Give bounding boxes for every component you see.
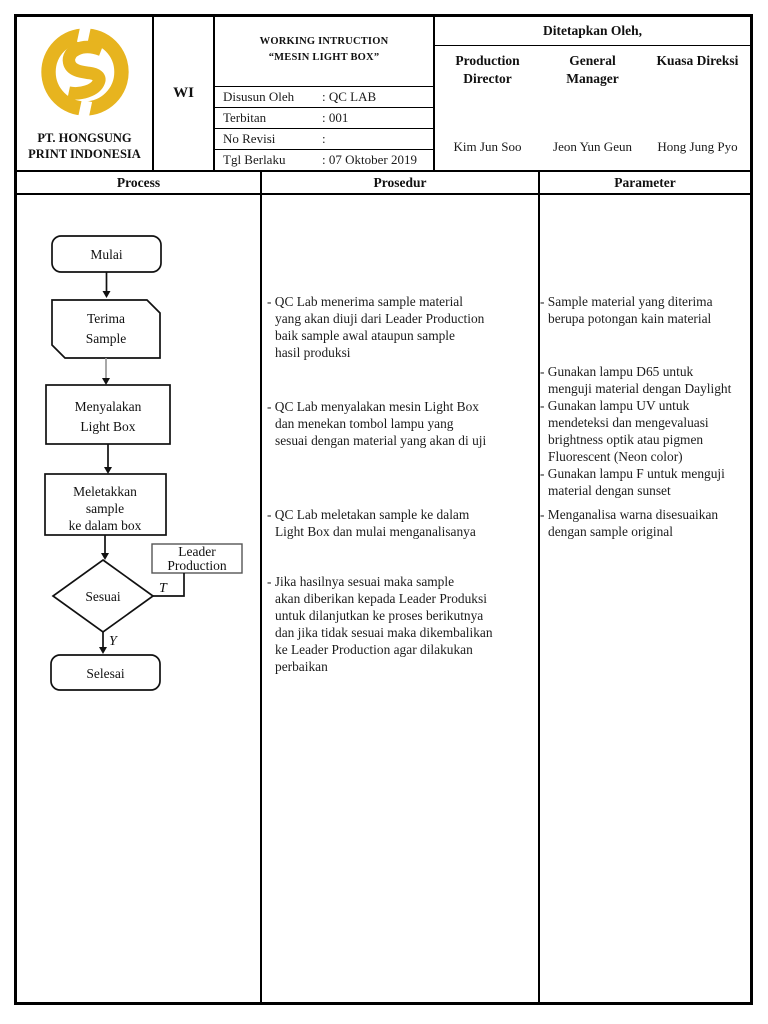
- flow-node-receive-label-1: Terima: [87, 311, 125, 326]
- info-label: No Revisi: [223, 131, 276, 146]
- info-row-revisi: No Revisi :: [215, 129, 433, 150]
- info-value: :: [322, 131, 326, 146]
- parameter-paragraph-f: - Gunakan lampu F untuk menguji material…: [540, 466, 725, 498]
- flow-node-turn-on-lightbox: [45, 384, 171, 445]
- logo-ring-gap-bottom: [76, 99, 92, 120]
- signer-production-director: Production Director Kim Jun Soo: [435, 46, 540, 170]
- signer-name: Jeon Yun Geun: [553, 139, 632, 154]
- parameter-paragraph-analyze: - Menganalisa warna disesuaikan dengan s…: [540, 507, 719, 539]
- column-header-parameter: Parameter: [614, 174, 676, 190]
- document-header: PT. HONGSUNG PRINT INDONESIA WI WORKING …: [17, 17, 750, 172]
- prosedur-paragraph-3: - QC Lab meletakan sample ke dalam Light…: [267, 507, 476, 539]
- signer-role: Kuasa Direksi: [656, 53, 739, 68]
- company-name: PT. HONGSUNG PRINT INDONESIA: [28, 130, 141, 161]
- flow-node-receive-label-2: Sample: [86, 331, 127, 346]
- logo-cell: PT. HONGSUNG PRINT INDONESIA: [17, 17, 154, 170]
- flow-node-end: [50, 654, 161, 691]
- signer-role: General Manager: [566, 53, 619, 87]
- info-label: Terbitan: [223, 110, 267, 125]
- flow-node-leader-production: [151, 543, 243, 574]
- info-row-berlaku: Tgl Berlaku : 07 Oktober 2019: [215, 150, 433, 170]
- logo-s-glyph: [62, 40, 106, 100]
- flow-node-end-label: Selesai: [86, 666, 124, 681]
- info-value: : 07 Oktober 2019: [322, 152, 417, 167]
- flow-arrowhead: [102, 378, 110, 385]
- flow-arrowhead: [102, 291, 111, 298]
- signer-general-manager: General Manager Jeon Yun Geun: [540, 46, 645, 170]
- flow-branch-true-line: [153, 573, 185, 597]
- prosedur-paragraph-4: - Jika hasilnya sesuai maka sample akan …: [267, 574, 493, 674]
- flow-node-place-label-1: Meletakkan: [73, 484, 137, 499]
- parameter-paragraph-sample: - Sample material yang diterima berupa p…: [540, 294, 713, 326]
- doc-code-cell: WI: [154, 17, 215, 170]
- company-logo-icon: [40, 24, 129, 120]
- info-label: Disusun Oleh: [223, 89, 295, 104]
- table-header-row: Process Prosedur Parameter: [17, 172, 750, 195]
- approval-signers: Production Director Kim Jun Soo General …: [435, 46, 750, 170]
- flow-node-turnon-label-2: Light Box: [80, 419, 135, 434]
- flow-node-place-label-2: sample: [86, 501, 124, 516]
- signer-role: Production Director: [455, 53, 520, 87]
- flow-node-decision-label: Sesuai: [85, 589, 120, 604]
- table-body: Mulai Terima Sample Menyalakan Light Box: [17, 195, 750, 1002]
- parameter-paragraph-uv: - Gunakan lampu UV untuk mendeteksi dan …: [540, 398, 709, 464]
- info-value: : QC LAB: [322, 89, 377, 104]
- logo-ring-gap-top: [76, 24, 92, 44]
- flow-node-receive-sample: [51, 299, 161, 359]
- flow-node-start-label: Mulai: [90, 247, 122, 262]
- doc-title-line1: WORKING INTRUCTION: [259, 36, 389, 47]
- prosedur-paragraph-1: - QC Lab menerima sample material yang a…: [267, 294, 485, 360]
- info-row-terbitan: Terbitan : 001: [215, 108, 433, 129]
- flowchart: Mulai Terima Sample Menyalakan Light Box: [44, 235, 243, 691]
- document-page: PT. HONGSUNG PRINT INDONESIA WI WORKING …: [14, 14, 753, 1005]
- prosedur-paragraph-2: - QC Lab menyalakan mesin Light Box dan …: [267, 399, 487, 448]
- flow-node-turnon-label-1: Menyalakan: [75, 399, 142, 414]
- doc-title: WORKING INTRUCTION “MESIN LIGHT BOX”: [215, 17, 433, 87]
- signer-name: Kim Jun Soo: [453, 139, 522, 154]
- flow-arrowhead: [104, 467, 112, 474]
- info-value: : 001: [322, 110, 349, 125]
- process-column: Mulai Terima Sample Menyalakan Light Box: [17, 195, 262, 1002]
- flow-arrowhead: [99, 647, 107, 654]
- flow-node-place-label-3: ke dalam box: [69, 518, 142, 533]
- flow-branch-yes-label: Y: [109, 634, 119, 649]
- info-row-disusun: Disusun Oleh : QC LAB: [215, 87, 433, 108]
- doc-info-cell: WORKING INTRUCTION “MESIN LIGHT BOX” Dis…: [215, 17, 435, 170]
- flow-node-leader-label-1: Leader: [178, 544, 216, 559]
- parameter-column: - Sample material yang diterima berupa p…: [540, 195, 750, 1002]
- approval-cell: Ditetapkan Oleh, Production Director Kim…: [435, 17, 750, 170]
- info-label: Tgl Berlaku: [223, 152, 286, 167]
- parameter-lamp-group: - Gunakan lampu D65 untuk menguji materi…: [540, 363, 750, 499]
- approval-title: Ditetapkan Oleh,: [435, 17, 750, 46]
- parameter-paragraph-d65: - Gunakan lampu D65 untuk menguji materi…: [540, 364, 732, 396]
- flow-branch-true-label: T: [159, 581, 168, 596]
- signer-kuasa-direksi: Kuasa Direksi Hong Jung Pyo: [645, 46, 750, 170]
- column-header-process: Process: [17, 172, 262, 193]
- column-header-prosedur: Prosedur: [262, 172, 540, 193]
- doc-code: WI: [173, 85, 194, 101]
- prosedur-column: - QC Lab menerima sample material yang a…: [262, 195, 540, 1002]
- doc-title-line2: “MESIN LIGHT BOX”: [268, 52, 380, 64]
- flow-node-leader-label-2: Production: [167, 558, 226, 573]
- signer-name: Hong Jung Pyo: [657, 139, 738, 154]
- flow-arrowhead: [101, 553, 109, 560]
